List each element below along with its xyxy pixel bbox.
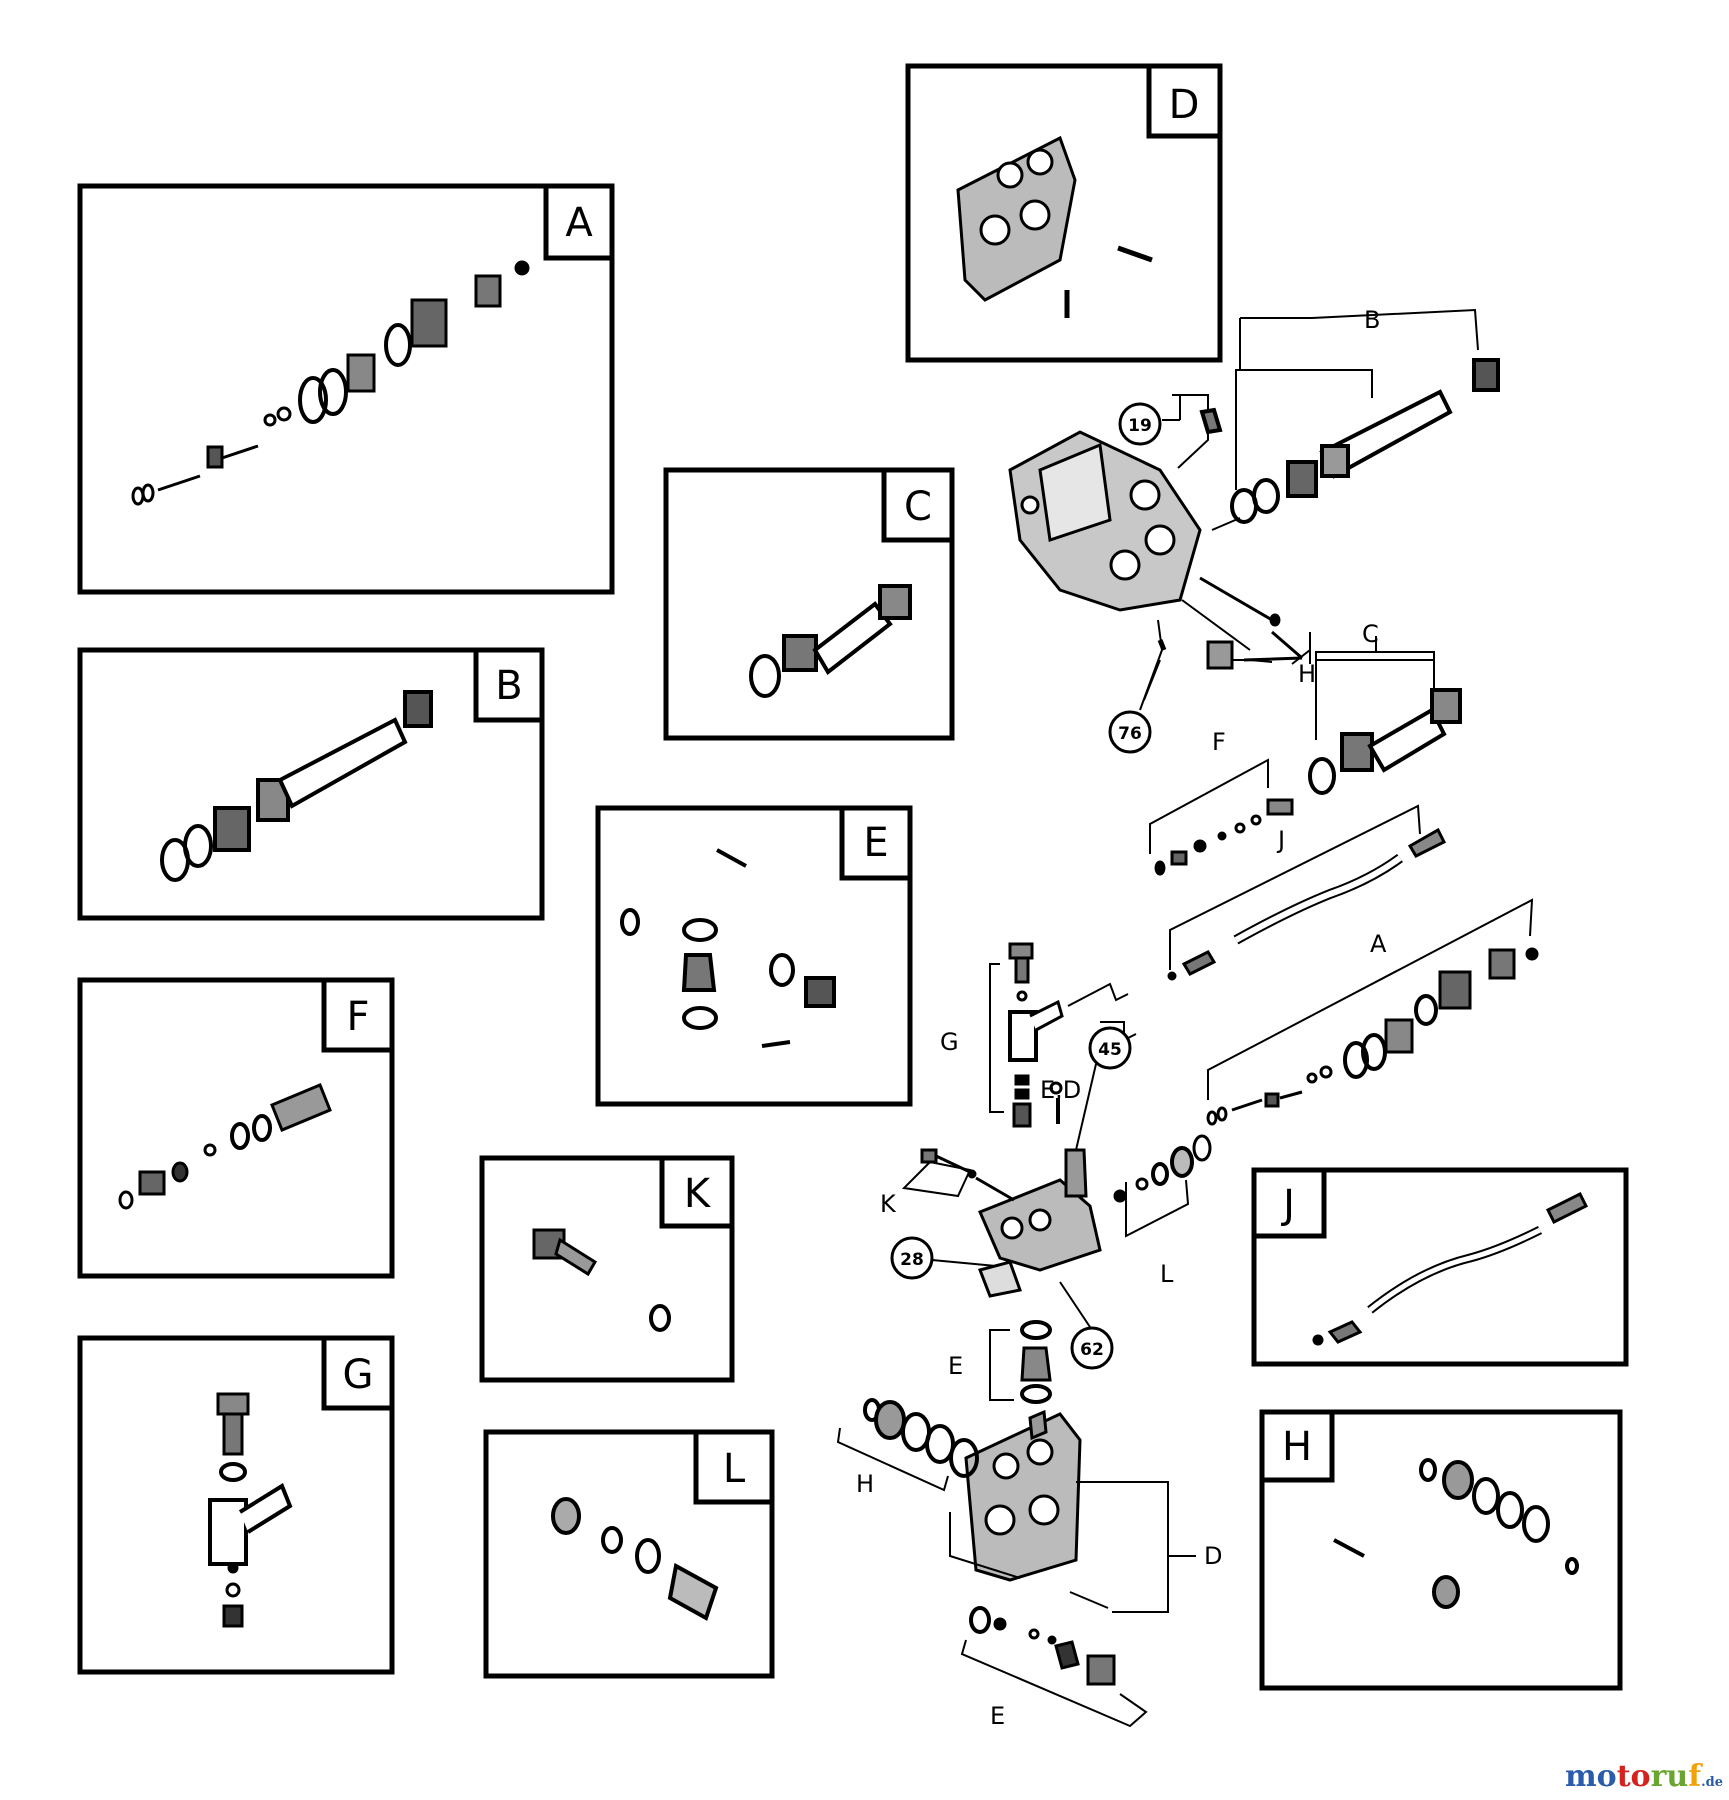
pump-head-bottom	[964, 1409, 1082, 1582]
parts-h-lower	[836, 1398, 979, 1492]
group-label-e-bottom: E	[990, 1702, 1005, 1730]
inset-a-label: A	[565, 200, 593, 246]
parts-e-bottom	[960, 1606, 1148, 1728]
inset-b: B	[77, 647, 545, 921]
group-label-b: B	[1364, 306, 1380, 334]
watermark-part-4: f	[1688, 1759, 1702, 1794]
svg-text:62: 62	[1080, 1340, 1104, 1360]
leader-d	[949, 1481, 1196, 1613]
inset-g-label: G	[343, 1352, 374, 1398]
watermark-part-3: ru	[1650, 1759, 1689, 1794]
watermark-part-2: to	[1616, 1759, 1651, 1794]
callout-62: 62	[1070, 1326, 1114, 1370]
inset-d-label: D	[1169, 82, 1200, 128]
inset-l: L	[483, 1429, 775, 1679]
parts-j-line	[1167, 804, 1447, 981]
inset-c-label: C	[904, 484, 932, 530]
parts-e-mid	[989, 1320, 1052, 1404]
parts-c-line	[1308, 659, 1462, 795]
inset-f-label: F	[346, 994, 369, 1040]
inset-h: H	[1259, 1409, 1623, 1691]
inset-k: K	[479, 1155, 735, 1383]
callout-28: 28	[890, 1236, 934, 1280]
callout-45: 45	[1088, 1026, 1132, 1070]
leader-lines-upper	[1139, 308, 1479, 712]
parts-a-line	[1206, 898, 1539, 1126]
inset-j: J	[1251, 1167, 1629, 1367]
parts-k-line	[901, 1148, 1015, 1202]
parts-h-upper	[1157, 576, 1303, 670]
inset-d: D	[905, 63, 1223, 363]
parts-l-line	[1113, 1134, 1212, 1238]
inset-h-label: H	[1282, 1424, 1312, 1470]
pump-body-upper	[1008, 430, 1202, 612]
inset-e-label: E	[863, 820, 888, 866]
watermark-part-1: mo	[1564, 1759, 1617, 1794]
callout-leaders	[931, 659, 1161, 1331]
group-label-e-mid: E	[948, 1352, 963, 1380]
group-label-l: L	[1160, 1260, 1174, 1288]
svg-text:76: 76	[1118, 724, 1142, 744]
group-label-j: J	[1276, 826, 1285, 854]
parts-f-line	[1149, 758, 1294, 876]
inset-g: G	[77, 1335, 395, 1675]
inset-f: F	[77, 977, 395, 1279]
watermark-suffix: .de	[1701, 1775, 1723, 1790]
group-label-d: D	[1204, 1542, 1222, 1570]
group-label-a: A	[1370, 930, 1387, 958]
group-label-k: K	[880, 1190, 897, 1218]
inset-l-label: L	[723, 1446, 746, 1492]
svg-text:19: 19	[1128, 416, 1152, 436]
svg-text:45: 45	[1098, 1040, 1122, 1060]
svg-text:28: 28	[900, 1250, 924, 1270]
group-label-c: C	[1362, 620, 1379, 648]
inset-k-label: K	[684, 1171, 712, 1217]
group-label-f: F	[1212, 728, 1226, 756]
parts-g-stack	[989, 942, 1137, 1128]
pump-head-middle	[978, 1081, 1102, 1298]
inset-c: C	[663, 467, 955, 741]
group-label-h-bottom: H	[856, 1470, 874, 1498]
group-label-h-top: H	[1298, 660, 1316, 688]
inset-b-label: B	[495, 663, 522, 709]
inset-j-label: J	[1280, 1182, 1295, 1228]
inset-e: E	[595, 805, 913, 1107]
callout-76: 76	[1108, 710, 1152, 754]
inset-a: A	[77, 183, 615, 595]
watermark-logo: motoruf.de	[1565, 1759, 1723, 1794]
parts-b-line	[1199, 358, 1500, 524]
group-label-ed: E.D	[1040, 1076, 1081, 1104]
callout-19: 19	[1118, 402, 1162, 446]
group-label-g: G	[940, 1028, 959, 1056]
